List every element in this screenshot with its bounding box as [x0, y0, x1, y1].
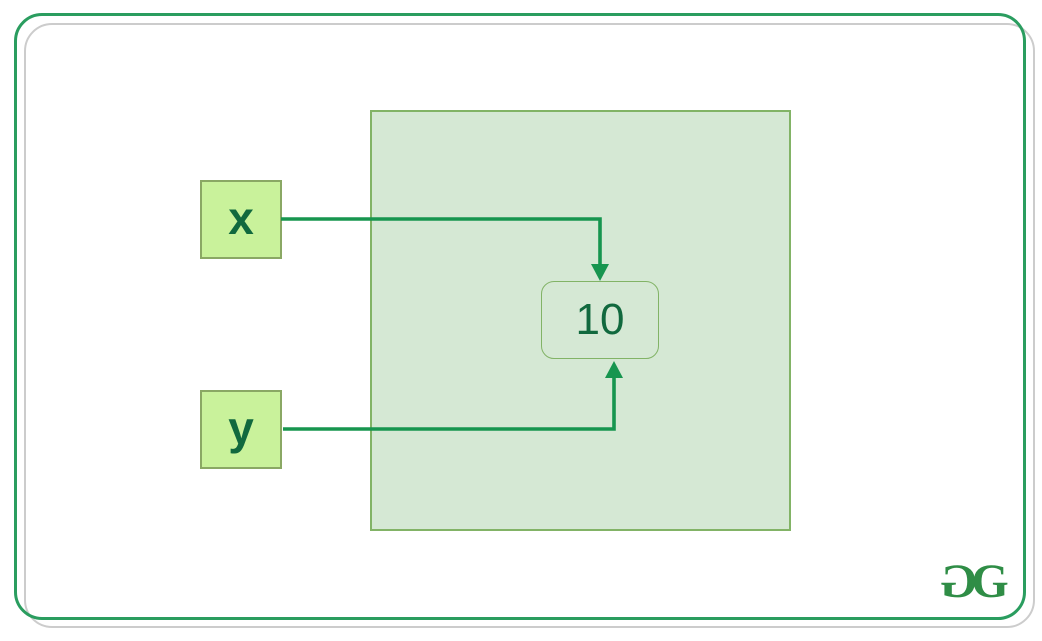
logo-g-flipped: G	[942, 555, 978, 608]
geeksforgeeks-logo: GG	[942, 555, 1009, 608]
card-shadow-border	[24, 23, 1035, 628]
variable-label-x: x	[228, 191, 254, 244]
variable-label-y: y	[228, 401, 254, 454]
value-label: 10	[575, 295, 625, 344]
card-green-border	[14, 13, 1026, 620]
logo-g: G	[971, 555, 1008, 608]
variable-box-x: x	[200, 180, 282, 259]
variable-box-y: y	[200, 390, 282, 469]
value-box: 10	[541, 281, 659, 359]
